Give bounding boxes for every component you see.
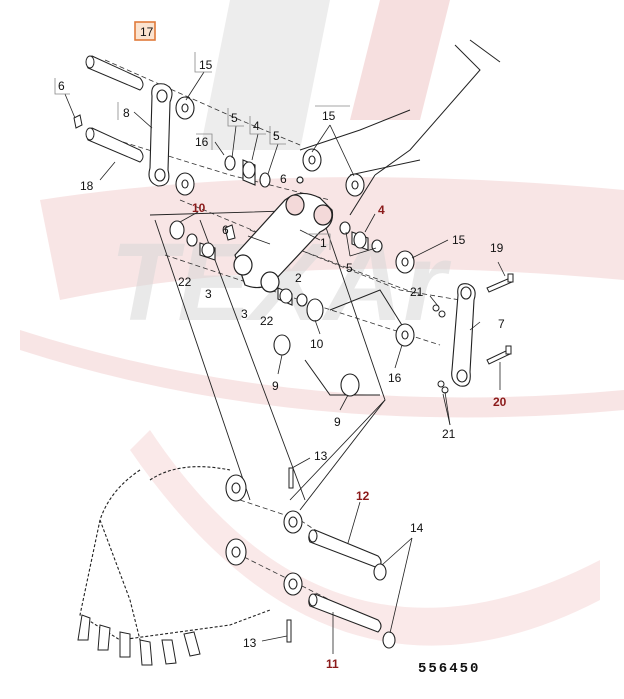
link-part <box>451 283 476 387</box>
bucket-bosses <box>225 474 303 596</box>
callout-label-highlighted: 17 <box>140 25 154 39</box>
arm-outline <box>299 39 501 396</box>
bolt-part <box>486 273 514 365</box>
callout-label[interactable]: 3 <box>241 307 248 321</box>
callout-label[interactable]: 22 <box>260 314 274 328</box>
callout-label[interactable]: 5 <box>231 111 238 125</box>
callout-label[interactable]: 12 <box>356 489 370 503</box>
callout-label[interactable]: 18 <box>80 179 94 193</box>
watermark-band <box>40 177 624 300</box>
callout-label[interactable]: 1 <box>320 236 327 250</box>
watermark-swoosh <box>130 430 600 646</box>
callout-label[interactable]: 9 <box>272 379 279 393</box>
callout-label[interactable]: 15 <box>452 233 466 247</box>
callout-label[interactable]: 7 <box>498 317 505 331</box>
callout-label[interactable]: 4 <box>378 203 385 217</box>
callout-label[interactable]: 4 <box>253 119 260 133</box>
callout-label[interactable]: 19 <box>490 241 504 255</box>
watermark-logo-bar <box>200 0 330 150</box>
watermark-band <box>20 330 624 418</box>
callout-label[interactable]: 5 <box>346 261 353 275</box>
callout-label[interactable]: 5 <box>273 129 280 143</box>
highlight-box <box>134 21 156 41</box>
callout-label[interactable]: 6 <box>222 223 229 237</box>
callout-label[interactable]: 15 <box>322 109 336 123</box>
callout-label[interactable]: 16 <box>195 135 209 149</box>
callout-label[interactable]: 20 <box>493 395 507 409</box>
callout-label[interactable]: 2 <box>295 271 302 285</box>
retaining-ring <box>373 563 396 649</box>
nut-part <box>432 304 449 394</box>
callout-labels: 6 8 15 18 5 4 5 16 15 6 10 6 1 4 15 19 2… <box>58 58 507 671</box>
callout-label[interactable]: 21 <box>410 285 424 299</box>
callout-label[interactable]: 10 <box>192 201 206 215</box>
callout-label[interactable]: 10 <box>310 337 324 351</box>
washer-part <box>175 96 195 196</box>
document-number: 556450 <box>418 661 480 677</box>
watermark: TEXAr <box>20 0 624 646</box>
grease-nipple <box>73 114 236 241</box>
bucket-teeth <box>77 614 201 666</box>
callout-label[interactable]: 13 <box>314 449 328 463</box>
callout-label[interactable]: 6 <box>58 79 65 93</box>
seal-part <box>169 220 383 397</box>
callout-label[interactable]: 21 <box>442 427 456 441</box>
washer-part <box>395 250 415 347</box>
link-part <box>148 83 173 187</box>
callout-label[interactable]: 15 <box>199 58 213 72</box>
bolt-part <box>286 467 294 643</box>
leader-lines <box>64 71 506 654</box>
washer-part <box>302 148 365 197</box>
callout-label[interactable]: 8 <box>123 106 130 120</box>
callout-label[interactable]: 9 <box>334 415 341 429</box>
callout-frames <box>54 52 350 250</box>
callout-label[interactable]: 16 <box>388 371 402 385</box>
pin-part <box>85 127 144 163</box>
callout-label[interactable]: 22 <box>178 275 192 289</box>
pin-part <box>308 529 382 633</box>
highlighted-callout[interactable]: 17 <box>134 21 156 41</box>
callout-label[interactable]: 3 <box>205 287 212 301</box>
callout-label[interactable]: 14 <box>410 521 424 535</box>
callout-label[interactable]: 6 <box>280 172 287 186</box>
callout-label[interactable]: 13 <box>243 636 257 650</box>
h-link-part <box>233 176 334 293</box>
watermark-logo-bar <box>350 0 450 120</box>
bushing-part <box>224 155 271 188</box>
exploded-guides <box>149 209 386 511</box>
pin-part <box>85 55 144 91</box>
callout-label[interactable]: 11 <box>326 657 339 671</box>
